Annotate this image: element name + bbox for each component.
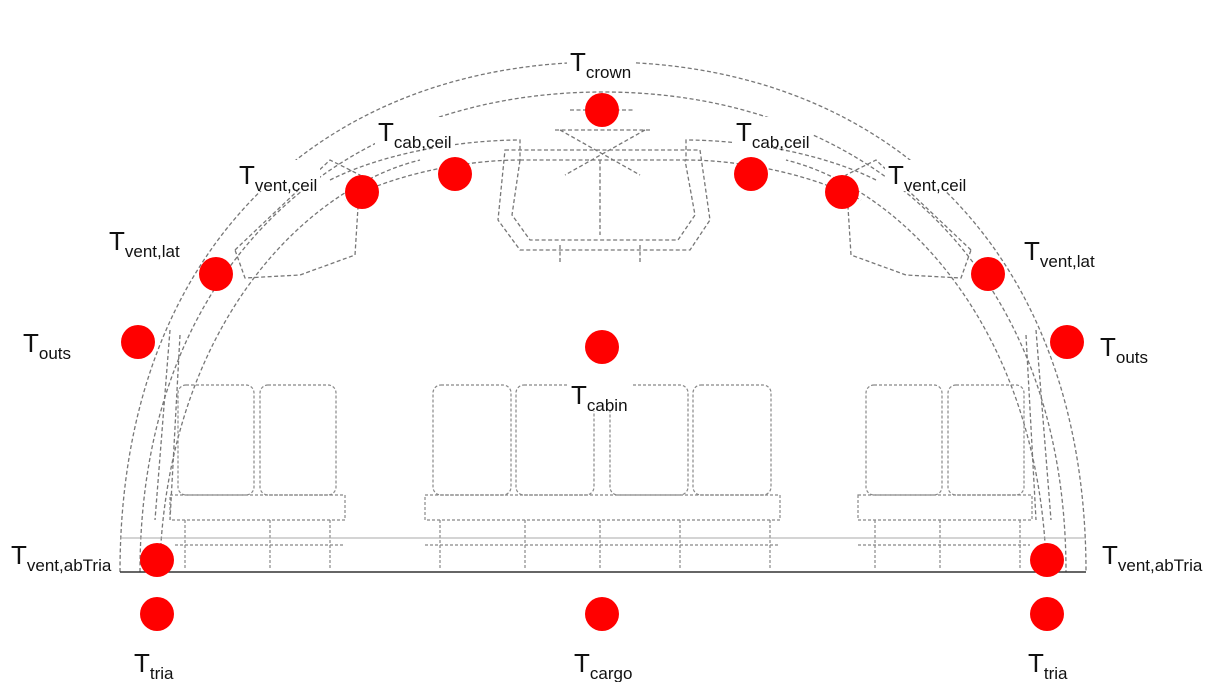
- label-t-cabin: Tcabin: [568, 380, 631, 414]
- label-t-vent-abtria-left: Tvent,abTria: [8, 540, 115, 574]
- sensor-point-outs-right: [1050, 325, 1084, 359]
- ceiling-panel-right: [685, 139, 877, 201]
- label-t-vent-abtria-right: Tvent,abTria: [1099, 540, 1206, 574]
- label-t-tria-right: Ttria: [1025, 648, 1071, 682]
- label-t-outs-right: Touts: [1097, 332, 1152, 366]
- label-t-cab-ceil-left: Tcab,ceil: [375, 117, 455, 151]
- sensor-point-crown: [585, 93, 619, 127]
- sensor-point-vent-lat-left: [199, 257, 233, 291]
- sensor-point-tria-right: [1030, 597, 1064, 631]
- label-t-crown: Tcrown: [567, 47, 635, 81]
- ceiling-panel-left: [329, 139, 521, 201]
- label-t-vent-lat-right: Tvent,lat: [1021, 236, 1098, 270]
- sensor-point-cab-ceil-right: [734, 157, 768, 191]
- sensor-point-cargo: [585, 597, 619, 631]
- bin-right: [845, 159, 972, 279]
- sensor-point-vent-ceil-left: [345, 175, 379, 209]
- sensor-point-vent-abtria-right: [1030, 543, 1064, 577]
- sensor-point-vent-lat-right: [971, 257, 1005, 291]
- label-t-vent-lat-left: Tvent,lat: [106, 226, 183, 260]
- label-t-cab-ceil-right: Tcab,ceil: [733, 117, 813, 151]
- center-bin-inner: [511, 159, 696, 241]
- label-t-outs-left: Touts: [20, 328, 75, 362]
- label-t-tria-left: Ttria: [131, 648, 177, 682]
- fuselage-outer-arc: [119, 61, 1087, 573]
- sensor-point-vent-ceil-right: [825, 175, 859, 209]
- label-t-vent-ceil-left: Tvent,ceil: [236, 160, 321, 194]
- bin-left: [234, 159, 361, 279]
- fuselage-inner-arc: [139, 91, 1067, 573]
- sensor-point-outs-left: [121, 325, 155, 359]
- label-t-vent-ceil-right: Tvent,ceil: [885, 160, 970, 194]
- sensor-point-cab-ceil-left: [438, 157, 472, 191]
- sensor-point-tria-left: [140, 597, 174, 631]
- cabin-wall-arc: [159, 159, 421, 561]
- sensor-point-vent-abtria-left: [140, 543, 174, 577]
- label-t-cargo: Tcargo: [571, 648, 636, 682]
- cabin-wall-arc-r: [785, 159, 1047, 561]
- center-bin: [497, 149, 711, 251]
- sensor-point-cabin: [585, 330, 619, 364]
